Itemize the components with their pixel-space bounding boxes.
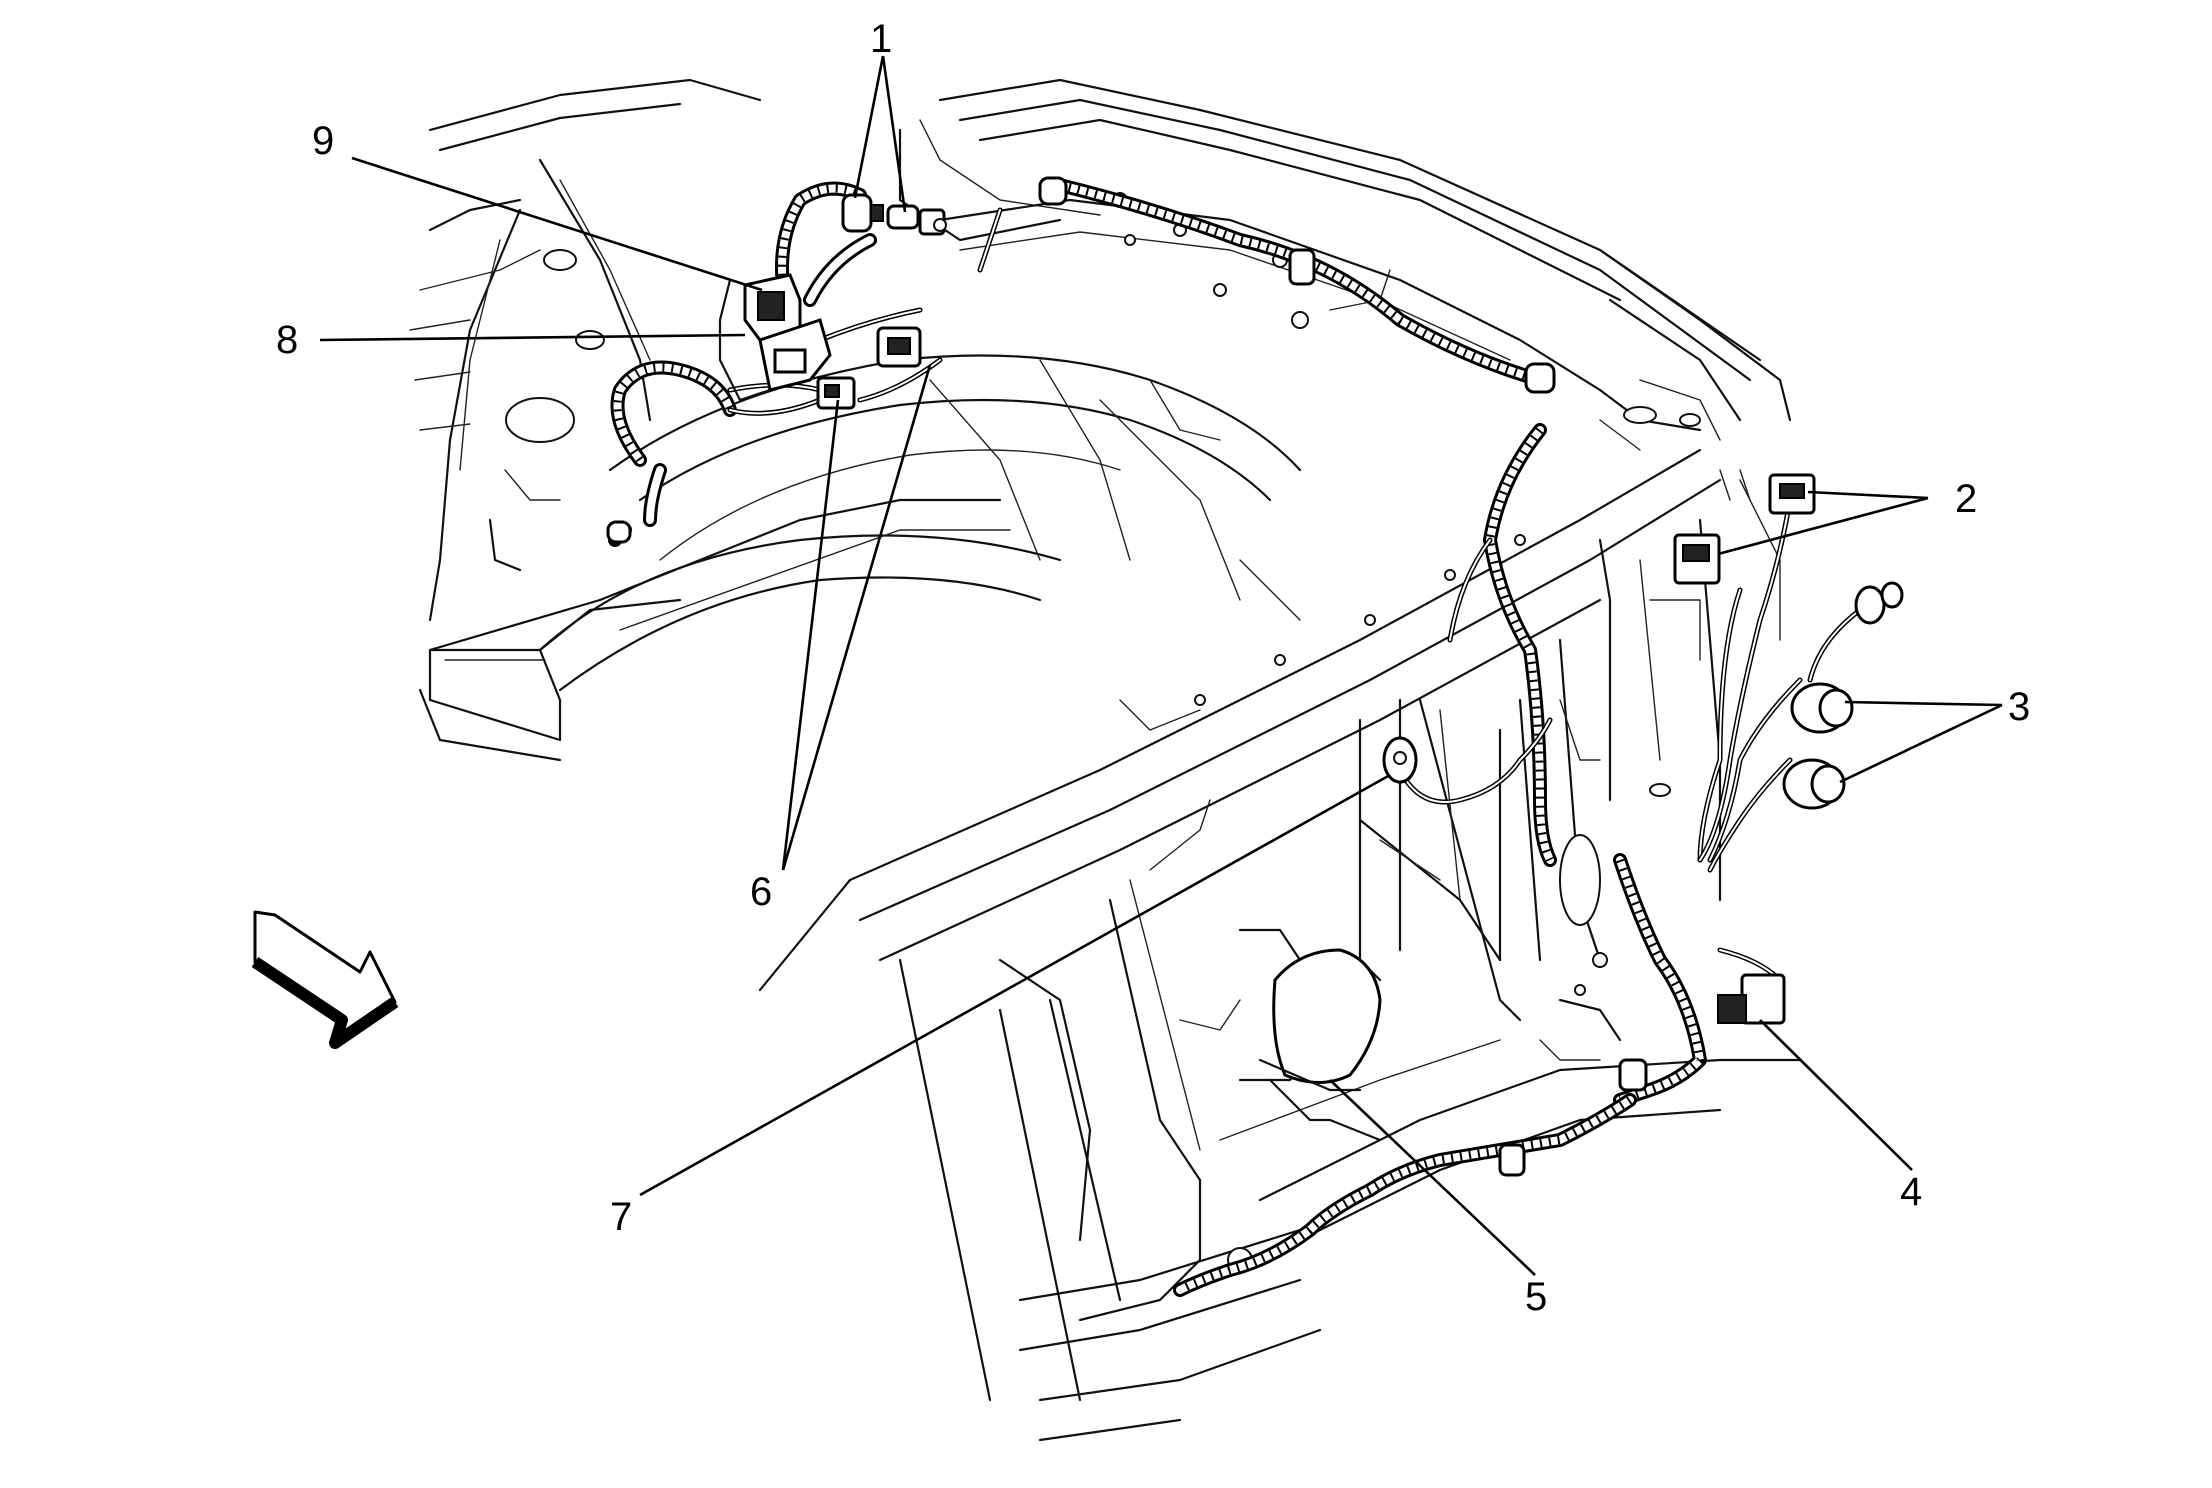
wiring-harness	[608, 178, 1863, 1297]
callout-2: 2	[1955, 477, 1977, 521]
horn-5	[1258, 948, 1382, 1092]
lamp-socket-3b	[1782, 758, 1846, 810]
callout-6: 6	[750, 870, 772, 914]
connector-1a	[841, 193, 884, 233]
connector-1b	[886, 204, 947, 236]
ground-terminal-7	[1382, 736, 1418, 784]
module-bracket	[718, 278, 772, 402]
callout-4: 4	[1900, 1170, 1922, 1214]
leader-lines	[319, 55, 2003, 1276]
connector-6b	[876, 326, 922, 368]
callout-1: 1	[870, 17, 892, 61]
callout-labels: 1 2 3 4 5 6 7 8 9	[276, 17, 2030, 1319]
harness-clip-lower	[1498, 1058, 1648, 1177]
callout-9: 9	[312, 119, 334, 163]
connector-header-right	[1524, 362, 1556, 394]
callout-8: 8	[276, 318, 298, 362]
lamp-socket-3a	[1790, 682, 1854, 734]
callout-5: 5	[1525, 1275, 1547, 1319]
connector-2b	[1673, 533, 1721, 585]
clip-header-mid	[1288, 248, 1316, 286]
connector-6a	[816, 376, 856, 410]
module-8	[758, 318, 832, 392]
harness-end-left	[606, 520, 632, 544]
connector-header-left	[1038, 176, 1068, 206]
connector-4	[1717, 973, 1786, 1025]
components	[606, 176, 1904, 1177]
callout-7: 7	[610, 1195, 632, 1239]
lamp-socket-top	[1854, 581, 1904, 625]
connector-2a	[1768, 473, 1816, 515]
view-direction-arrow-icon	[251, 910, 399, 1049]
callout-3: 3	[2008, 685, 2030, 729]
